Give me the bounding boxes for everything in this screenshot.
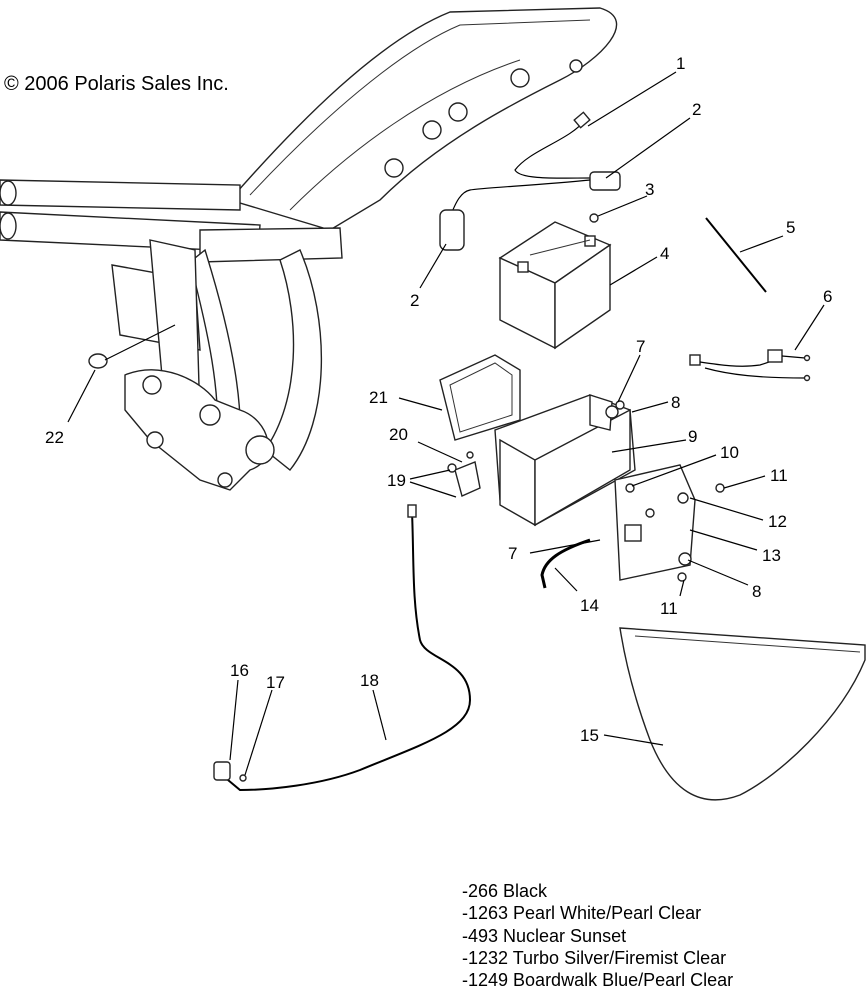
color-code-2: -1263 Pearl White/Pearl Clear <box>462 903 701 923</box>
battery-cable-assembly <box>439 111 621 251</box>
callout-22: 22 <box>45 428 64 447</box>
battery-box <box>439 354 725 582</box>
callout-21: 21 <box>369 388 388 407</box>
battery <box>498 213 612 350</box>
callout-10: 10 <box>720 443 739 462</box>
ground-cable <box>213 504 472 792</box>
callout-13: 13 <box>762 546 781 565</box>
vent-tube <box>540 538 591 589</box>
callout-3: 3 <box>645 180 654 199</box>
callout-18: 18 <box>360 671 379 690</box>
callout-1: 1 <box>676 54 685 73</box>
callout-12: 12 <box>768 512 787 531</box>
color-code-4: -1232 Turbo Silver/Firemist Clear <box>462 948 726 968</box>
callout-8-lower: 8 <box>752 582 761 601</box>
callout-5: 5 <box>786 218 795 237</box>
wiring-harness <box>689 349 811 382</box>
callout-4: 4 <box>660 244 669 263</box>
color-code-list: -266 Black -1263 Pearl White/Pearl Clear… <box>462 881 733 987</box>
color-code-5: -1249 Boardwalk Blue/Pearl Clear <box>462 970 733 987</box>
color-code-3: -493 Nuclear Sunset <box>462 926 626 946</box>
callout-8: 8 <box>671 393 680 412</box>
callout-2-fuse: 2 <box>410 291 419 310</box>
copyright-text: © 2006 Polaris Sales Inc. <box>4 73 229 95</box>
callout-11-lower: 11 <box>660 599 678 618</box>
battery-strap <box>705 217 767 293</box>
callout-19: 19 <box>387 471 406 490</box>
callout-9: 9 <box>688 427 697 446</box>
leader-lines <box>67 71 825 776</box>
callout-17: 17 <box>266 673 285 692</box>
callout-15: 15 <box>580 726 599 745</box>
callout-11: 11 <box>770 466 788 485</box>
side-cover <box>619 627 866 801</box>
callout-16: 16 <box>230 661 249 680</box>
callout-6: 6 <box>823 287 832 306</box>
motorcycle-frame <box>0 7 617 491</box>
mounting-clip <box>447 451 481 497</box>
callout-labels: 1 2 3 4 5 6 7 8 9 10 11 12 13 14 15 16 1… <box>45 54 832 745</box>
callout-7-lower: 7 <box>508 544 517 563</box>
callout-2: 2 <box>692 100 701 119</box>
callout-20: 20 <box>389 425 408 444</box>
color-code-1: -266 Black <box>462 881 548 901</box>
callout-7: 7 <box>636 337 645 356</box>
callout-14: 14 <box>580 596 599 615</box>
